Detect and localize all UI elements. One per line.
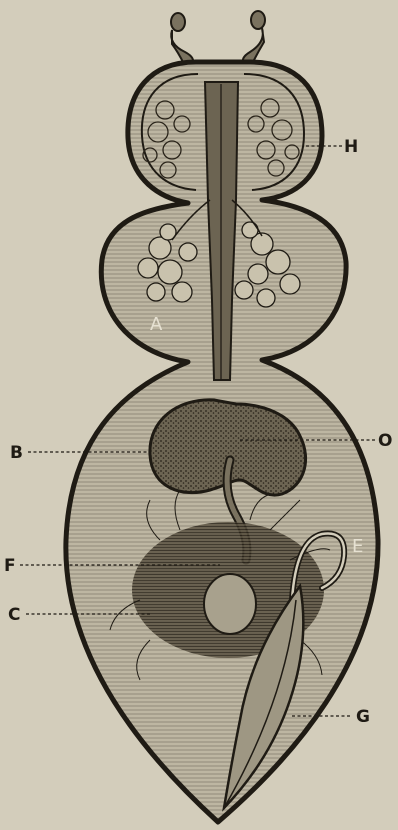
label-a: A — [150, 314, 163, 335]
label-h: H — [344, 137, 358, 157]
rectal-sac — [204, 574, 256, 634]
label-c: C — [8, 605, 20, 625]
label-e: E — [352, 536, 363, 557]
label-b: B — [10, 443, 23, 463]
label-f: F — [4, 556, 16, 576]
label-o: O — [378, 431, 392, 451]
label-g: G — [356, 707, 370, 727]
